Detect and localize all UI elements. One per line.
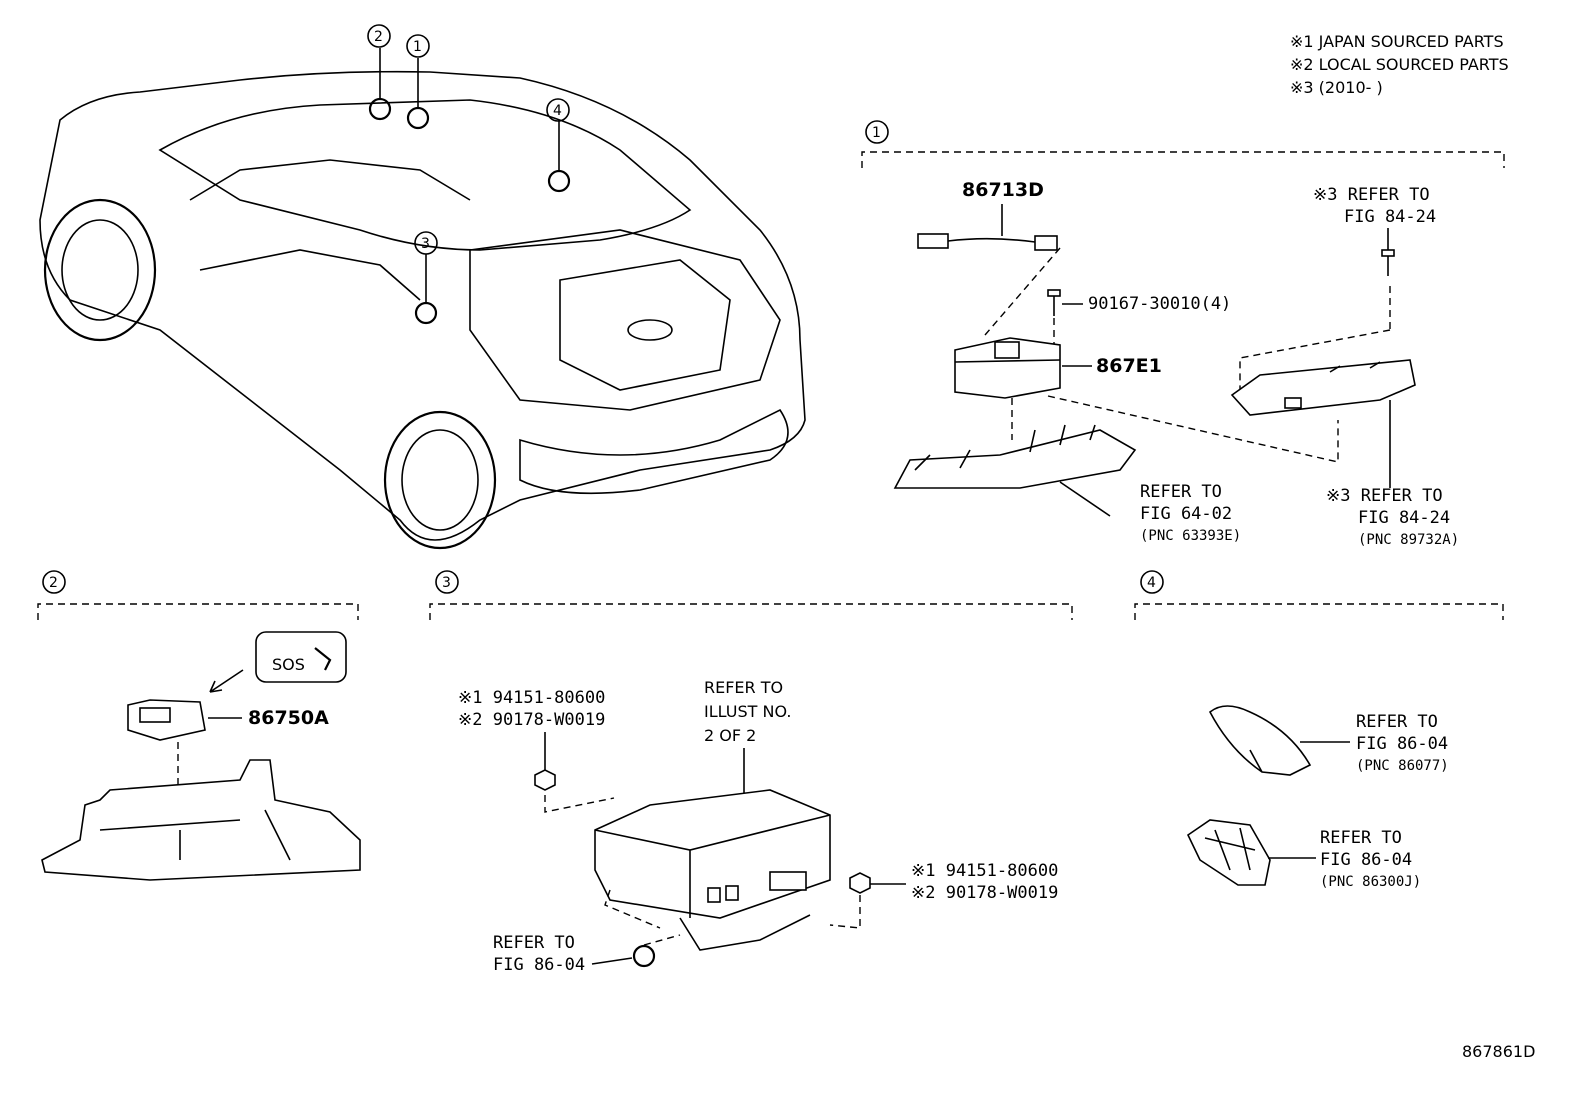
callout-label-3: 3 xyxy=(421,236,430,252)
nut-right-japan: ※1 94151-80600 xyxy=(911,861,1058,881)
ref-antenna-line2: FIG 86-04 xyxy=(1356,734,1448,754)
section-2: 2 SOS 86750A xyxy=(37,570,361,881)
shark-fin-antenna-icon xyxy=(1208,705,1312,776)
ref-fig-84-24-pnc: (PNC 89732A) xyxy=(1358,532,1459,548)
location-marker-1 xyxy=(406,106,430,130)
callout-label-1: 1 xyxy=(413,39,422,55)
telematics-module-icon xyxy=(954,337,1061,399)
section-4-bracket xyxy=(1134,603,1504,620)
sos-button-icon xyxy=(255,631,347,683)
phone-handset-icon xyxy=(314,647,332,671)
callout-bubble-3 xyxy=(414,231,438,255)
figure-id: 867861D xyxy=(1462,1042,1535,1061)
section-1-bracket xyxy=(861,151,1505,168)
section-3: 3 ※1 94151-80600 ※2 90178-W0019 REFER TO… xyxy=(429,570,1073,975)
part-number-86750a: 86750A xyxy=(248,707,329,729)
legend: ※1 JAPAN SOURCED PARTS ※2 LOCAL SOURCED … xyxy=(1290,32,1509,97)
part-number-867e1: 867E1 xyxy=(1096,355,1162,377)
ref-fig-84-24-top-line2: FIG 84-24 xyxy=(1344,207,1436,227)
ref-fig-84-24-top-line1: ※3 REFER TO xyxy=(1313,185,1430,205)
screw-icon xyxy=(1047,289,1061,316)
nut-icon-left xyxy=(534,769,556,791)
illust-ref-line2: ILLUST NO. xyxy=(704,702,791,721)
connector-icon xyxy=(632,944,656,968)
ref-amplifier-line2: FIG 86-04 xyxy=(1320,850,1412,870)
section-1: 1 86713D 90167-30010(4) 867E1 xyxy=(861,120,1505,548)
section-1-number: 1 xyxy=(872,125,881,141)
legend-japan-sourced: ※1 JAPAN SOURCED PARTS xyxy=(1290,32,1504,51)
callout-bubble-2 xyxy=(367,24,391,48)
screw-icon-2 xyxy=(1381,249,1395,276)
nut-left-local: ※2 90178-W0019 xyxy=(458,710,605,730)
part-number-86713d: 86713D xyxy=(962,179,1044,201)
location-marker-3 xyxy=(414,301,438,325)
ref-fig-86-04-line2: FIG 86-04 xyxy=(493,955,585,975)
mirror-module-icon xyxy=(1230,359,1416,416)
ref-amplifier-line1: REFER TO xyxy=(1320,828,1402,848)
sos-label: SOS xyxy=(272,655,305,674)
section-2-number: 2 xyxy=(49,575,58,591)
nut-icon-right xyxy=(849,872,871,894)
ref-fig-86-04-line1: REFER TO xyxy=(493,933,575,953)
section-2-badge xyxy=(42,570,66,594)
location-marker-2 xyxy=(368,97,392,121)
section-1-badge xyxy=(865,120,889,144)
ref-fig-64-02-line2: FIG 64-02 xyxy=(1140,504,1232,524)
callout-bubble-4 xyxy=(546,98,570,122)
antenna-amplifier-icon xyxy=(1186,819,1271,886)
sos-switch-icon xyxy=(127,699,206,741)
wire-harness-icon xyxy=(917,233,1058,251)
section-4-number: 4 xyxy=(1147,575,1156,591)
section-3-number: 3 xyxy=(442,575,451,591)
arrow-icon xyxy=(209,669,244,693)
illust-ref-line1: REFER TO xyxy=(704,678,783,697)
ref-antenna-line1: REFER TO xyxy=(1356,712,1438,732)
callout-bubble-1 xyxy=(406,34,430,58)
section-4: 4 REFER TO FIG 86-04 (PNC 86077) REFER T… xyxy=(1134,570,1504,890)
part-number-90167-30010: 90167-30010(4) xyxy=(1088,294,1231,314)
callout-label-4: 4 xyxy=(553,103,562,119)
ref-amplifier-pnc: (PNC 86300J) xyxy=(1320,874,1421,890)
nut-left-japan: ※1 94151-80600 xyxy=(458,688,605,708)
ref-fig-84-24-bottom-line1: ※3 REFER TO xyxy=(1326,486,1443,506)
location-marker-4 xyxy=(547,169,571,193)
nut-right-local: ※2 90178-W0019 xyxy=(911,883,1058,903)
ref-fig-84-24-bottom-line2: FIG 84-24 xyxy=(1358,508,1450,528)
illust-ref-line3: 2 OF 2 xyxy=(704,726,756,745)
ref-fig-64-02-pnc: (PNC 63393E) xyxy=(1140,528,1241,544)
section-3-badge xyxy=(435,570,459,594)
section-3-bracket xyxy=(429,603,1073,620)
section-4-badge xyxy=(1140,570,1164,594)
legend-local-sourced: ※2 LOCAL SOURCED PARTS xyxy=(1290,55,1509,74)
ref-antenna-pnc: (PNC 86077) xyxy=(1356,758,1449,774)
roof-console-icon xyxy=(893,424,1137,489)
vehicle-illustration: 2 1 4 3 xyxy=(39,24,806,550)
overhead-console-icon xyxy=(41,759,361,881)
legend-year-range: ※3 (2010- ) xyxy=(1290,78,1383,97)
dcm-unit-icon xyxy=(594,789,831,951)
callout-label-2: 2 xyxy=(374,29,383,45)
ref-fig-64-02-line1: REFER TO xyxy=(1140,482,1222,502)
section-2-bracket xyxy=(37,603,359,620)
